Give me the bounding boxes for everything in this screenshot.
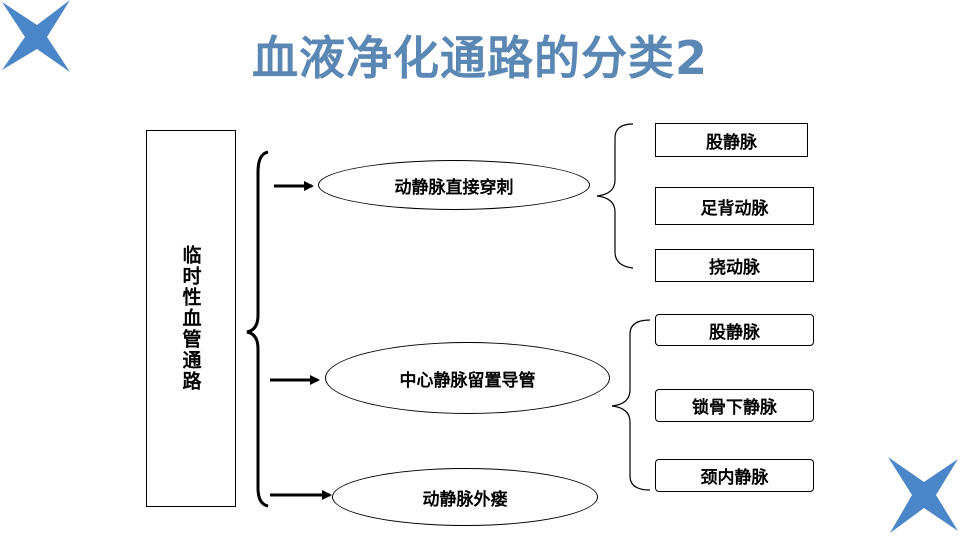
lower-brace [611,319,651,491]
root-box: 临时性血管通路 [146,130,236,507]
upper-brace [596,123,634,269]
target-femoral-vein-1: 股静脉 [655,123,808,157]
method-direct-puncture: 动静脉直接穿刺 [318,160,590,210]
star-icon [888,457,958,533]
method-av-external-fistula: 动静脉外瘘 [332,468,598,526]
target-internal-jugular-vein: 颈内静脉 [655,459,814,492]
target-subclavian-vein: 锁骨下静脉 [655,389,814,422]
main-brace [246,150,269,508]
target-femoral-vein-2: 股静脉 [655,314,814,346]
target-dorsalis-pedis-artery: 足背动脉 [655,187,814,225]
method-central-catheter: 中心静脉留置导管 [325,342,610,414]
target-radial-artery: 挠动脉 [655,249,814,282]
root-label: 临时性血管通路 [179,245,202,392]
page-title: 血液净化通路的分类2 [251,31,708,85]
star-icon [2,0,70,72]
